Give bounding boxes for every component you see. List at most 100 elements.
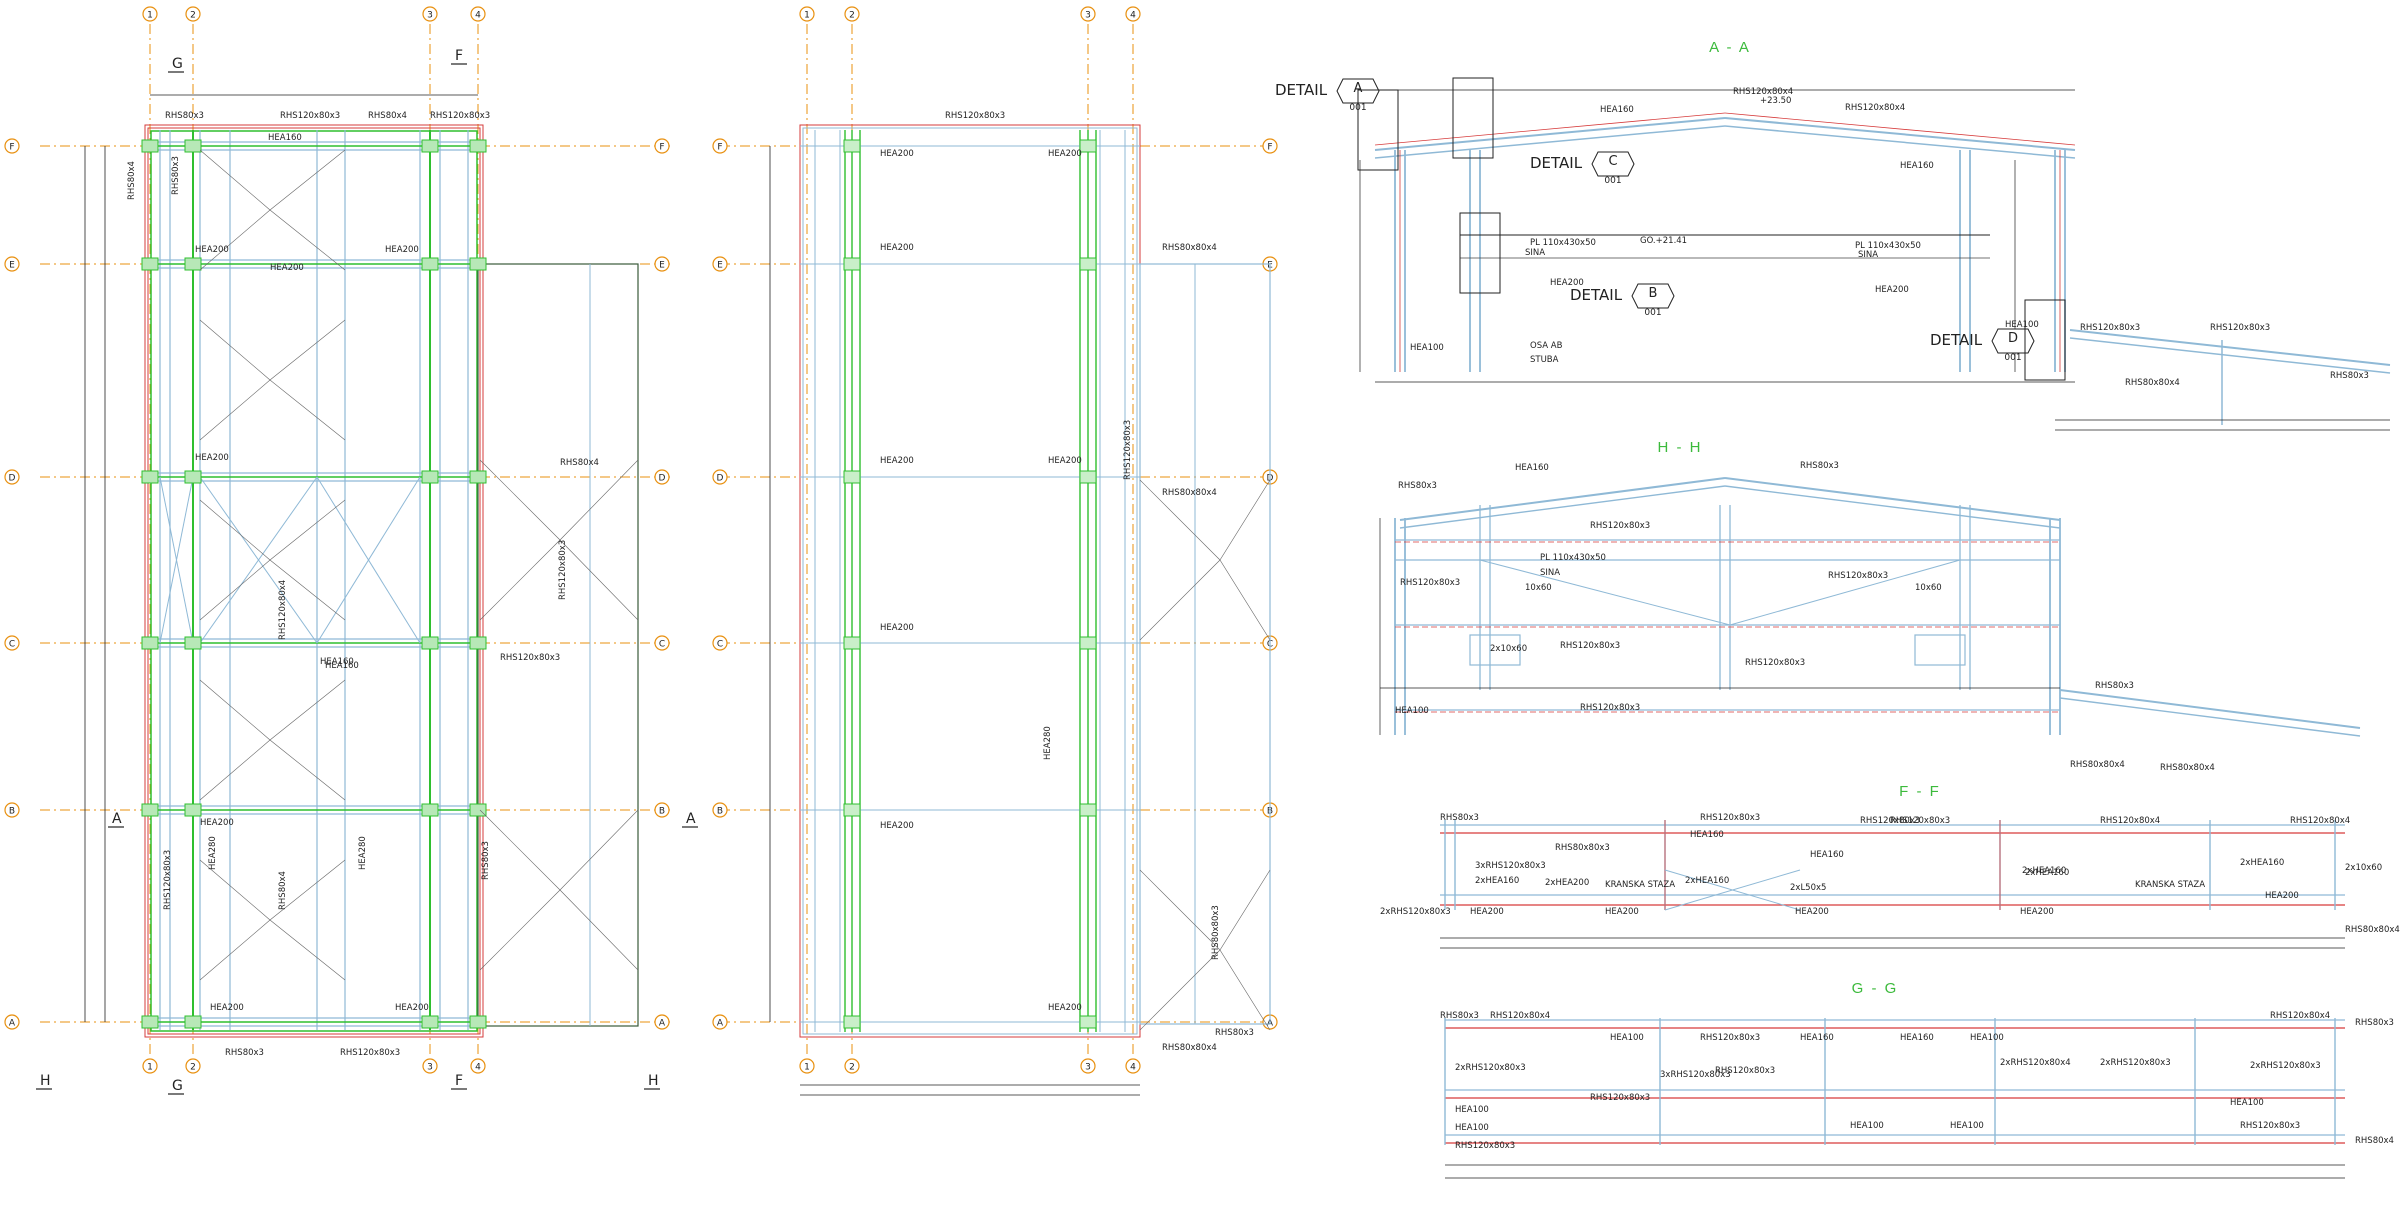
lean-to-rafter bbox=[2059, 697, 2361, 737]
leader-line bbox=[199, 149, 271, 211]
member-label: RHS80x3 bbox=[1398, 481, 1437, 491]
grid-label-col: 4 bbox=[1130, 11, 1136, 21]
column-marker bbox=[184, 139, 202, 153]
member-label: RHS120x80x4 bbox=[1733, 87, 1793, 97]
section-title: H - H bbox=[1658, 439, 1703, 456]
member-label: RHS80x4 bbox=[368, 111, 407, 121]
column-marker bbox=[843, 257, 861, 271]
member-label: RHS80x3 bbox=[2095, 681, 2134, 691]
member-label: RHS120x80x3 bbox=[1123, 420, 1133, 480]
roof-rafter bbox=[1399, 485, 1726, 529]
grid-label-col: 4 bbox=[1130, 1063, 1136, 1073]
column-marker bbox=[421, 139, 439, 153]
grid-label-row-bubble bbox=[654, 1014, 670, 1030]
member-label: RHS120x80x3 bbox=[2080, 323, 2140, 333]
member-label: HEA100 bbox=[1950, 1121, 1984, 1131]
lean-to-rafter bbox=[2069, 329, 2391, 366]
member-label: HEA200 bbox=[395, 1003, 429, 1013]
grid-label-row: C bbox=[9, 640, 15, 650]
section-cut-mark: A bbox=[686, 811, 696, 827]
member-label: RHS120x80x3 bbox=[2210, 323, 2270, 333]
grid-label-row-bubble bbox=[654, 469, 670, 485]
grid-label-col: 1 bbox=[804, 1063, 810, 1073]
column-marker bbox=[469, 636, 487, 650]
leader-line bbox=[479, 889, 561, 971]
member-label: HEA200 bbox=[1470, 907, 1504, 917]
detail-callout-box bbox=[1991, 328, 2035, 354]
member-label: RHS120x80x3 bbox=[1590, 521, 1650, 531]
leader-line bbox=[199, 499, 271, 561]
column-marker bbox=[843, 803, 861, 817]
member-label: RHS80x80x4 bbox=[1162, 1043, 1217, 1053]
member-label: RHS120x80x3 bbox=[1860, 816, 1920, 826]
member-label: HEA200 bbox=[200, 818, 234, 828]
column-marker bbox=[184, 636, 202, 650]
member-label: 2x10x60 bbox=[2345, 863, 2382, 873]
member-label: HEA160 bbox=[325, 661, 359, 671]
grid-label-col: 1 bbox=[147, 1063, 153, 1073]
leader-line bbox=[1219, 949, 1271, 1031]
grid-label-row: F bbox=[659, 143, 664, 153]
member-label: HEA100 bbox=[1970, 1033, 2004, 1043]
grid-label-row: E bbox=[9, 261, 15, 271]
leader-line bbox=[1219, 559, 1271, 641]
member-label: RHS80x3 bbox=[171, 156, 181, 195]
leader-line bbox=[199, 209, 271, 271]
member-label: RHS120x80x4 bbox=[1845, 103, 1905, 113]
member-label: HEA200 bbox=[880, 821, 914, 831]
member-label: RHS120x80x4 bbox=[278, 580, 288, 640]
roof-rafter bbox=[1374, 117, 1726, 151]
member-label: 10x60 bbox=[1915, 583, 1942, 593]
grid-label-col-bubble bbox=[470, 6, 486, 22]
member-label: RHS120x80x3 bbox=[1700, 1033, 1760, 1043]
member-label: HEA200 bbox=[270, 263, 304, 273]
level-label: SINA bbox=[1540, 568, 1560, 578]
member-label: HEA280 bbox=[208, 836, 218, 870]
member-label: RHS80x4 bbox=[278, 871, 288, 910]
column-marker bbox=[421, 636, 439, 650]
member-label: HEA200 bbox=[880, 456, 914, 466]
leader-line bbox=[269, 679, 346, 741]
section-title: G - G bbox=[1852, 980, 1899, 997]
grid-label-row: F bbox=[1267, 143, 1272, 153]
column-marker bbox=[843, 470, 861, 484]
section-cut-mark: H bbox=[648, 1073, 659, 1089]
member-label: RHS120x80x3 bbox=[340, 1048, 400, 1058]
grid-label-col: 3 bbox=[427, 1063, 433, 1073]
member-label: HEA200 bbox=[195, 245, 229, 255]
grid-label-col-bubble bbox=[422, 6, 438, 22]
detail-callout: DETAIL bbox=[1930, 331, 1983, 349]
leader-line bbox=[269, 149, 346, 211]
column-marker bbox=[421, 470, 439, 484]
bracing-member bbox=[1729, 559, 1961, 626]
frame-outline bbox=[144, 124, 484, 1038]
member-label: HEA100 bbox=[1455, 1123, 1489, 1133]
leader-line bbox=[269, 209, 346, 271]
leader-line bbox=[199, 859, 271, 921]
member-label: HEA160 bbox=[1690, 830, 1724, 840]
member-label: RHS120x80x3 bbox=[1590, 1093, 1650, 1103]
member-label: RHS120x80x4 bbox=[1490, 1011, 1550, 1021]
leader-line bbox=[199, 559, 271, 621]
grid-label-row-bubble bbox=[654, 802, 670, 818]
column-marker bbox=[141, 636, 159, 650]
leader-line bbox=[199, 379, 271, 441]
grid-label-row-bubble bbox=[4, 1014, 20, 1030]
column-marker bbox=[421, 1015, 439, 1029]
member-label: 2xHEA200 bbox=[1545, 878, 1589, 888]
grid-label-row-bubble bbox=[712, 256, 728, 272]
leader-line bbox=[269, 739, 346, 801]
leader-line bbox=[199, 319, 271, 381]
member-label: RHS80x80x4 bbox=[2345, 925, 2400, 935]
column-marker bbox=[141, 470, 159, 484]
roof-rafter bbox=[1724, 125, 2076, 159]
leader-line bbox=[199, 739, 271, 801]
member-label: HEA100 bbox=[1610, 1033, 1644, 1043]
grid-label-row-bubble bbox=[712, 469, 728, 485]
leader-line bbox=[269, 379, 346, 441]
column-marker bbox=[469, 257, 487, 271]
leader-line bbox=[269, 499, 346, 561]
section-cut-mark: G bbox=[172, 1078, 183, 1094]
annex-outline bbox=[1139, 263, 1271, 1025]
column-marker bbox=[1079, 470, 1097, 484]
